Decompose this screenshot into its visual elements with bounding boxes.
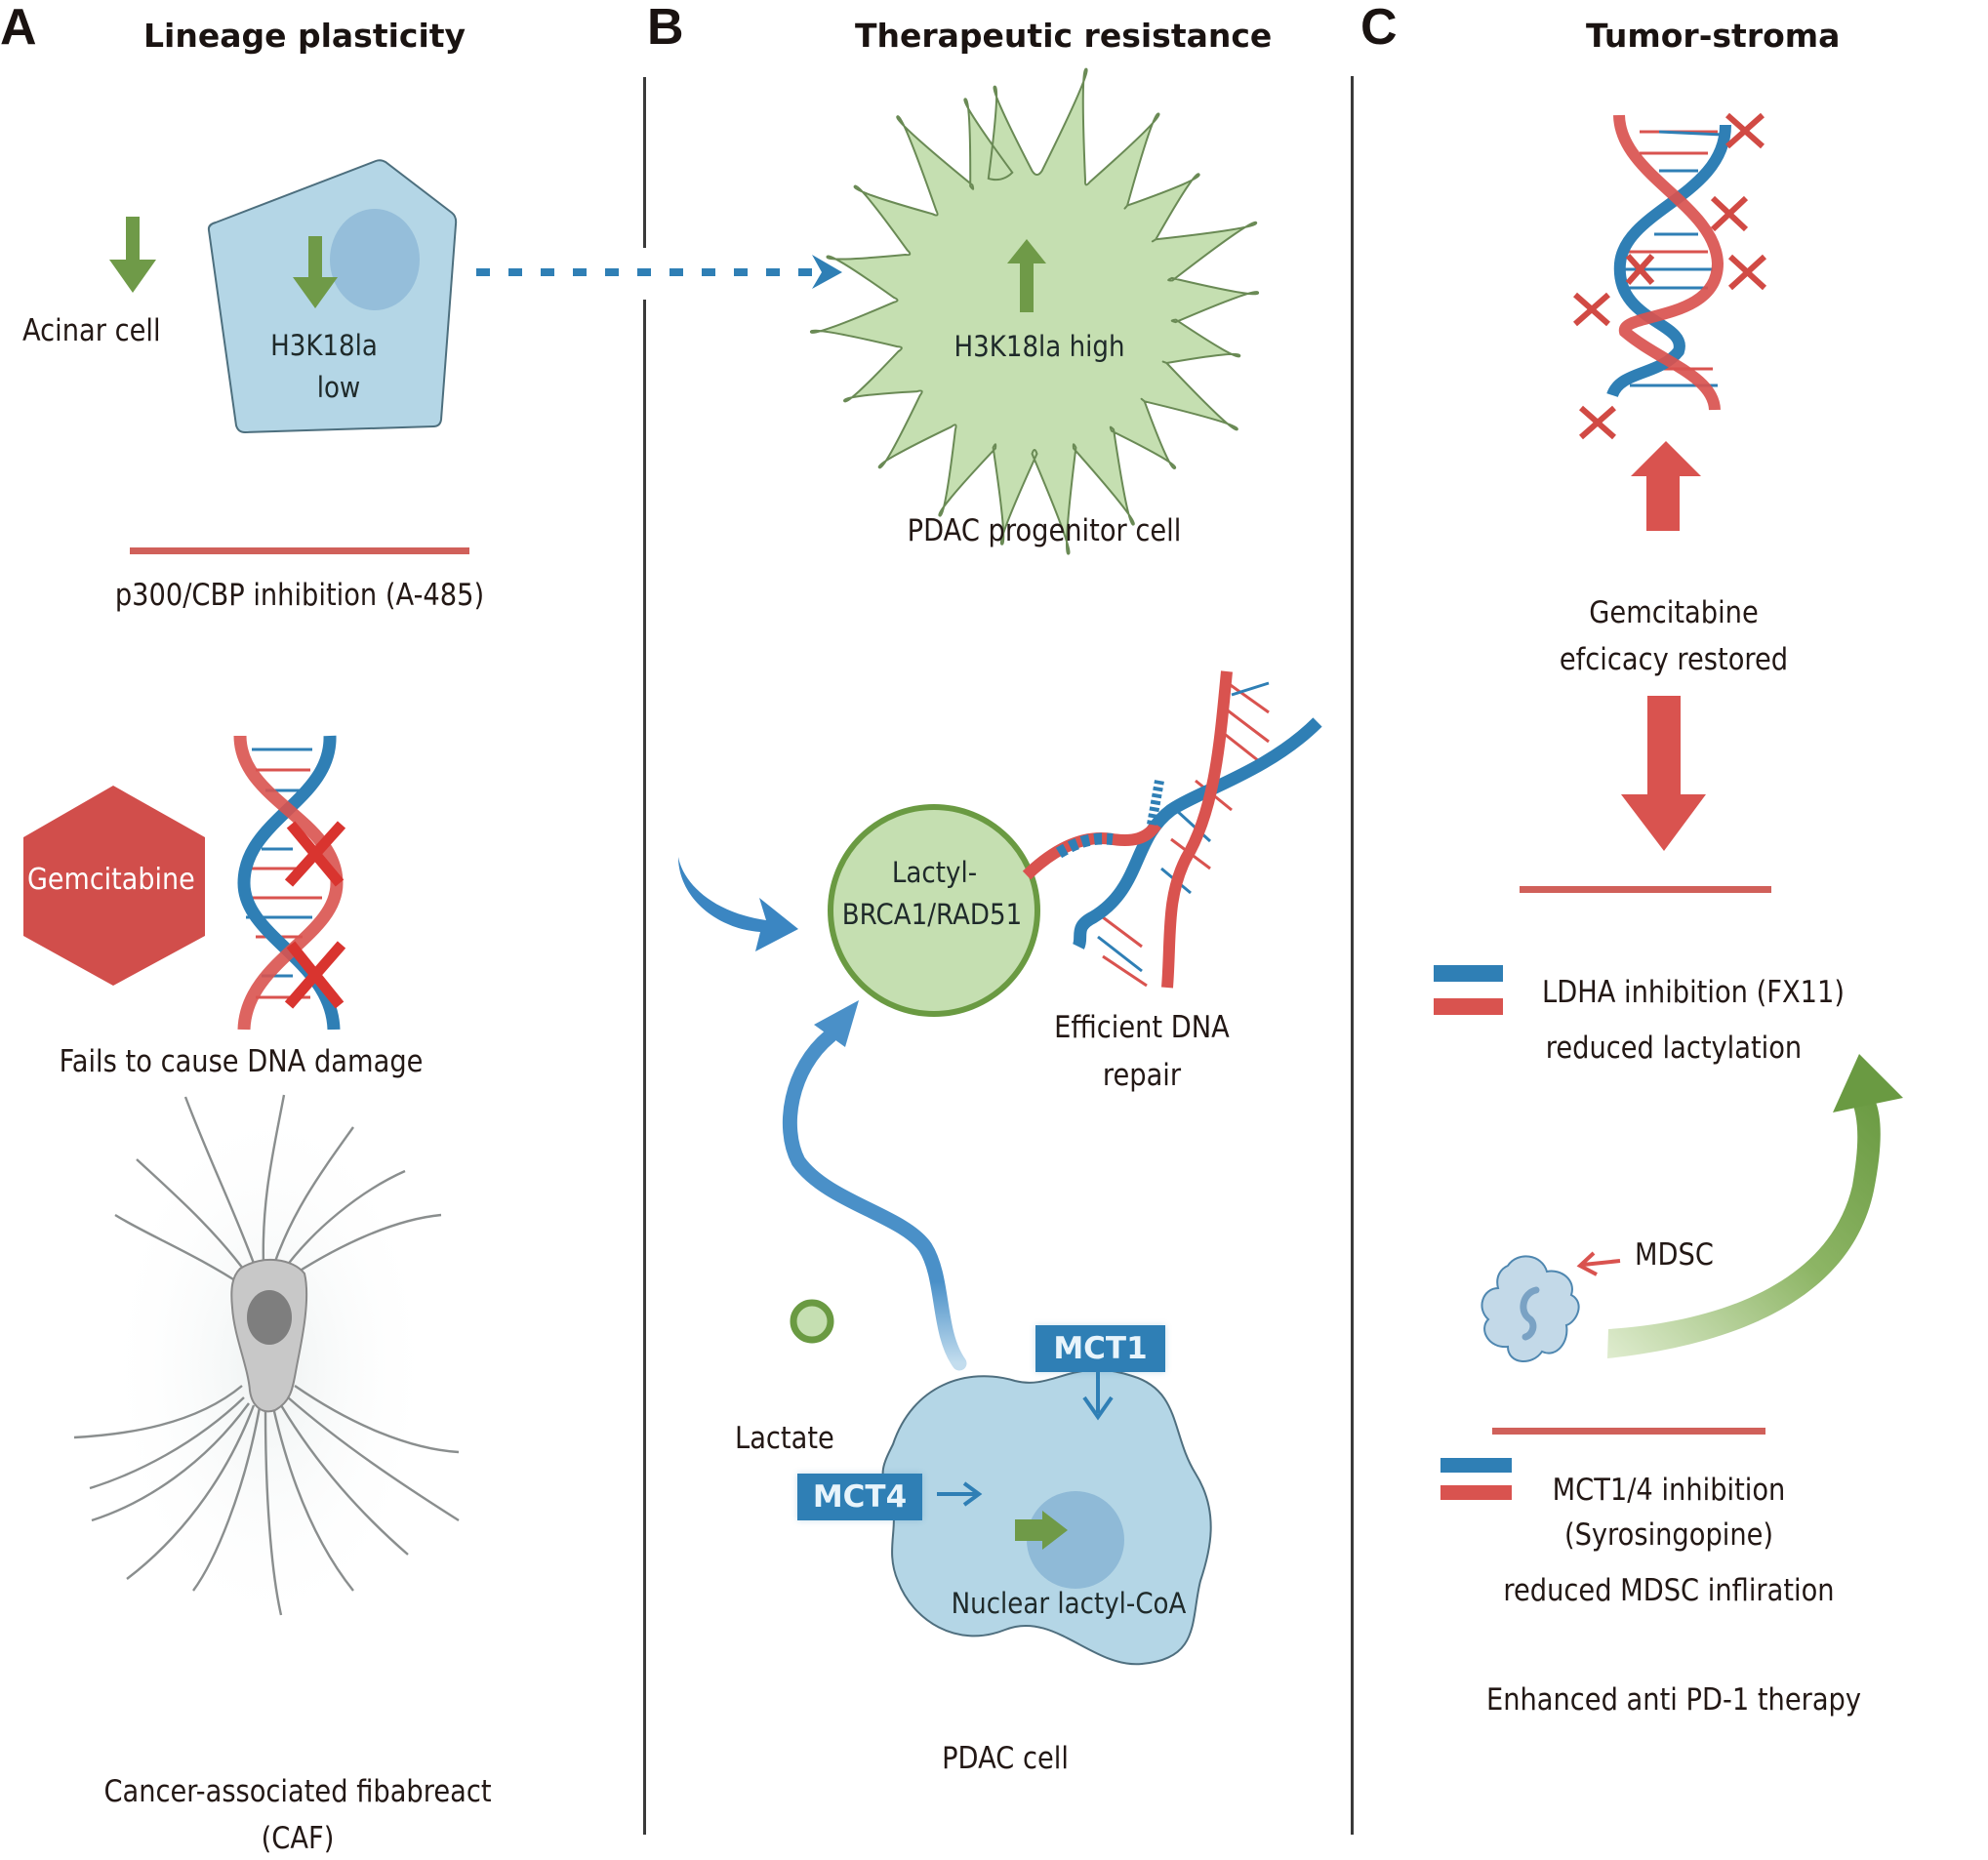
x-mark-icon [1710, 195, 1749, 232]
legend-bar-red [1440, 1485, 1512, 1500]
dna-helix-icon [233, 735, 346, 1031]
progenitor-cell-label: PDAC progenitor cell [907, 513, 1182, 548]
x-mark-icon [1727, 254, 1767, 291]
x-mark-icon [284, 941, 346, 1009]
up-arrow-icon [1631, 441, 1701, 531]
inhibition-bar [130, 547, 469, 554]
x-mark-icon [1573, 292, 1610, 327]
lactate-label: Lactate [735, 1421, 834, 1456]
dna-repair-label-line2: repair [1102, 1058, 1182, 1093]
x-mark-icon [1625, 254, 1655, 285]
gemcitabine-hexagon [23, 786, 205, 986]
legend-bar-blue [1440, 1458, 1512, 1473]
brca-text-line1: Lactyl- [891, 856, 978, 889]
dna-helix-icon [1573, 112, 1767, 440]
x-mark-icon [284, 821, 346, 887]
lactate-molecule-icon [790, 1299, 834, 1344]
mct-inhibition-line1: MCT1/4 inhibition [1552, 1473, 1786, 1508]
panel-divider-ab-upper [643, 77, 646, 248]
dna-helix-icon [1022, 670, 1322, 989]
panel-divider-ab-lower [643, 300, 646, 1835]
gem-restored-line2: efcicacy restored [1559, 642, 1789, 677]
legend-bar-red [1434, 998, 1503, 1015]
down-arrow-icon [109, 217, 156, 293]
acinar-cell-label: Acinar cell [22, 313, 161, 348]
nucleus [330, 209, 420, 310]
ldha-label-line1: LDHA inhibition (FX11) [1541, 975, 1845, 1010]
progenitor-cell-text: H3K18la high [953, 330, 1125, 363]
right-arrow-icon [1015, 1511, 1068, 1550]
down-arrow-icon [293, 236, 338, 308]
mdsc-cell-icon [1481, 1255, 1580, 1362]
brca-rad51-circle [828, 804, 1040, 1017]
acinar-cell-text-line2: low [316, 371, 361, 404]
inhibition-bar [1492, 1428, 1765, 1435]
panel-letter-b: B [647, 0, 684, 56]
x-mark-icon [1579, 405, 1616, 440]
down-arrow-icon [1621, 696, 1706, 851]
acinar-cell [207, 159, 458, 434]
x-mark-icon [1725, 112, 1765, 149]
progenitor-cell [809, 67, 1260, 555]
curved-arrow-icon [1607, 1054, 1903, 1358]
caf-label-line1: Cancer-associated fibabreact [103, 1774, 492, 1809]
fibroblast-cell-icon [73, 1093, 460, 1639]
acinar-cell-text-line1: H3K18la [270, 329, 378, 362]
ldha-label-line2: reduced lactylation [1545, 1031, 1803, 1066]
inhibition-label: p300/CBP inhibition (A-485) [114, 578, 485, 613]
panel-title-b: Therapeutic resistance [855, 17, 1273, 55]
nucleus [1027, 1491, 1124, 1589]
mct-inhibition-line2: (Syrosingopine) [1563, 1517, 1774, 1553]
up-arrow-icon [1007, 239, 1046, 312]
mct1-transporter-label: MCT1 [1035, 1325, 1165, 1372]
right-arrow-icon [937, 1481, 983, 1507]
panel-title-a: Lineage plasticity [143, 17, 467, 55]
curved-arrow-icon [678, 857, 798, 951]
pd1-therapy-label: Enhanced anti PD-1 therapy [1485, 1682, 1862, 1718]
panel-title-c: Tumor-stroma [1586, 17, 1841, 55]
gemcitabine-label: Gemcitabine [27, 863, 195, 897]
panel-divider-bc [1351, 76, 1354, 1835]
dna-repair-label-line1: Efficient DNA [1054, 1010, 1230, 1045]
nucleus [247, 1290, 292, 1345]
panel-letter-a: A [0, 0, 37, 56]
pdac-cell-label: PDAC cell [942, 1741, 1069, 1776]
panel-letter-c: C [1360, 0, 1398, 56]
pdac-cell [881, 1351, 1212, 1666]
gem-restored-line1: Gemcitabine [1589, 595, 1759, 630]
dashed-arrow [476, 255, 842, 289]
s-curve-arrow-icon [782, 1000, 967, 1371]
inhibition-bar [1520, 886, 1771, 893]
mdsc-label: MDSC [1635, 1237, 1714, 1273]
mct4-transporter-label: MCT4 [797, 1474, 922, 1520]
mct-inhibition-line3: reduced MDSC infliration [1503, 1573, 1835, 1608]
legend-bar-blue [1434, 965, 1503, 982]
brca-text-line2: BRCA1/RAD51 [841, 898, 1023, 931]
caf-label-line2: (CAF) [261, 1821, 335, 1856]
nuclear-lactyl-coa-label: Nuclear lactyl-CoA [951, 1587, 1187, 1620]
dna-damage-label: Fails to cause DNA damage [59, 1044, 424, 1079]
left-arrow-icon [1576, 1251, 1621, 1276]
